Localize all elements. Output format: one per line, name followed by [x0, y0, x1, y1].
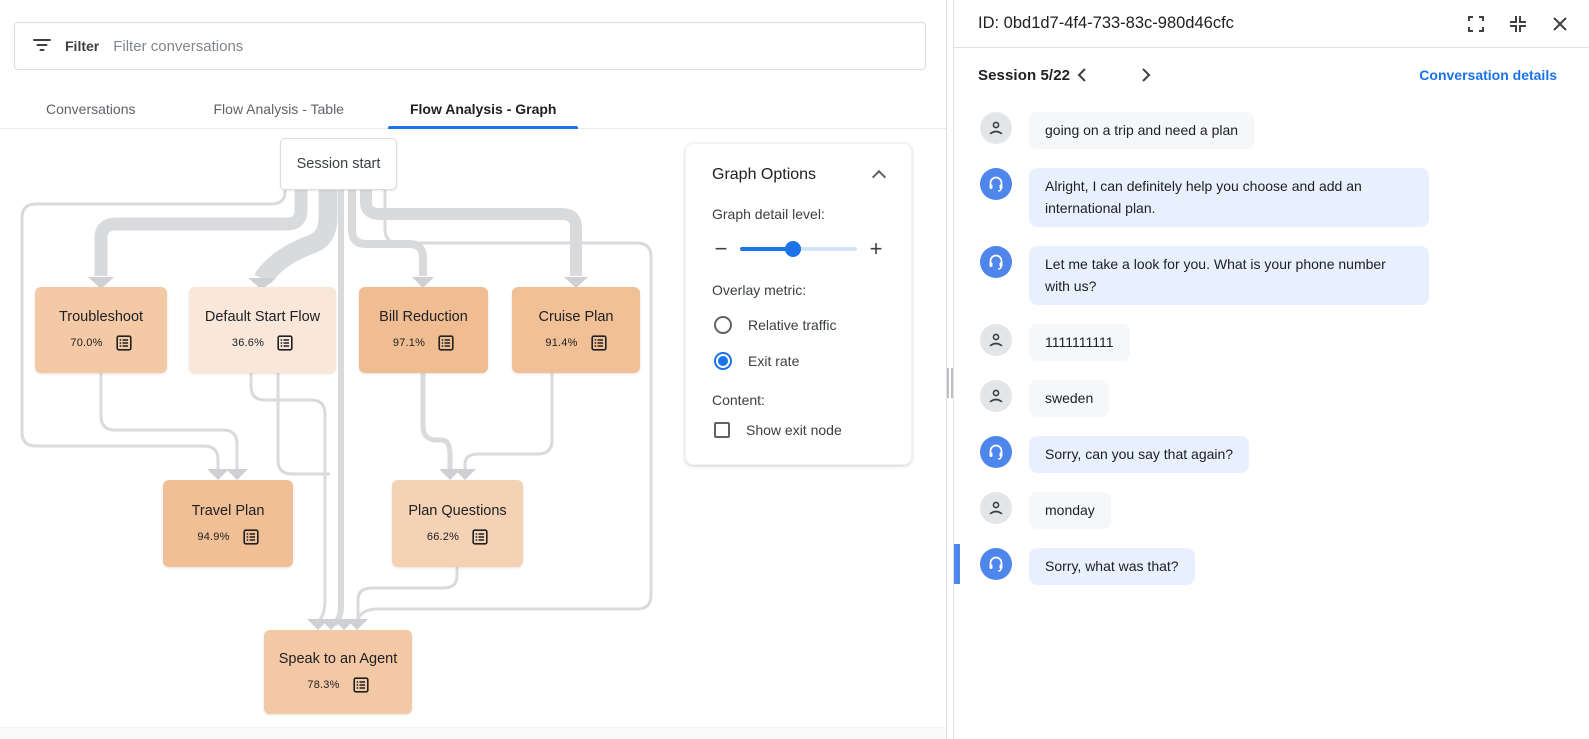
- graph-node-speak-to-an-agent[interactable]: Speak to an Agent 78.3%: [264, 630, 412, 714]
- user-message[interactable]: monday: [980, 488, 1565, 533]
- message-bubble: 1111111111: [1029, 324, 1130, 361]
- radio-selected-icon[interactable]: [714, 352, 732, 370]
- filter-placeholder: Filter conversations: [113, 37, 244, 55]
- conversation-detail-panel: ID: 0bd1d7-4f4-733-83c-980d46cfc Session…: [954, 0, 1589, 739]
- detail-level-slider[interactable]: [740, 241, 857, 257]
- zoom-out-minus-button[interactable]: −: [714, 236, 728, 261]
- radio-relative-traffic[interactable]: Relative traffic: [714, 316, 885, 334]
- details-list-icon[interactable]: [352, 677, 369, 693]
- fullscreen-icon[interactable]: [1467, 15, 1485, 33]
- agent-avatar-headset-icon: [980, 168, 1012, 200]
- exit-rate-value: 66.2%: [426, 530, 460, 543]
- graph-node-label: Cruise Plan: [538, 309, 614, 325]
- agent-avatar-headset-icon: [980, 548, 1012, 580]
- graph-node-cruise-plan[interactable]: Cruise Plan 91.4%: [512, 287, 640, 373]
- details-list-icon[interactable]: [590, 335, 607, 351]
- details-list-icon[interactable]: [277, 335, 293, 351]
- overlay-metric-label: Overlay metric:: [712, 282, 807, 298]
- agent-avatar-headset-icon: [980, 246, 1012, 278]
- conversation-id-title: ID: 0bd1d7-4f4-733-83c-980d46cfc: [978, 14, 1234, 32]
- tab-bar: Conversations Flow Analysis - Table Flow…: [0, 90, 946, 129]
- user-avatar-person-icon: [980, 112, 1012, 144]
- radio-label: Relative traffic: [748, 317, 837, 333]
- agent-message[interactable]: Sorry, can you say that again?: [980, 432, 1565, 477]
- tab-flow-analysis-table[interactable]: Flow Analysis - Table: [213, 101, 344, 117]
- message-bubble: Alright, I can definitely help you choos…: [1029, 168, 1429, 227]
- conversation-details-link[interactable]: Conversation details: [1419, 67, 1557, 83]
- user-avatar-person-icon: [980, 324, 1012, 356]
- details-list-icon[interactable]: [115, 335, 132, 351]
- exit-rate-value: 94.9%: [197, 530, 230, 543]
- message-bubble: Sorry, what was that?: [1029, 548, 1195, 585]
- tab-conversations[interactable]: Conversations: [46, 101, 136, 117]
- radio-icon[interactable]: [714, 316, 732, 334]
- exit-rate-value: 36.6%: [231, 337, 265, 349]
- exit-rate-value: 70.0%: [70, 337, 103, 349]
- tab-flow-analysis-graph[interactable]: Flow Analysis - Graph: [387, 90, 579, 129]
- graph-node-bill-reduction[interactable]: Bill Reduction 97.1%: [359, 287, 488, 373]
- message-bubble: Let me take a look for you. What is your…: [1029, 246, 1429, 305]
- exit-rate-value: 78.3%: [307, 679, 340, 691]
- session-counter: Session 5/22: [978, 66, 1071, 84]
- message-bubble: monday: [1029, 492, 1111, 529]
- exit-rate-value: 97.1%: [392, 337, 426, 349]
- zoom-in-plus-button[interactable]: +: [869, 236, 883, 261]
- graph-node-troubleshoot[interactable]: Troubleshoot 70.0%: [35, 287, 167, 373]
- graph-options-panel: Graph Options Graph detail level: − + Ov…: [685, 143, 912, 465]
- message-list: going on a trip and need a plan Alright,…: [954, 102, 1589, 600]
- details-list-icon[interactable]: [242, 528, 259, 545]
- details-list-icon[interactable]: [472, 528, 488, 545]
- horizontal-scrollbar-track[interactable]: [0, 727, 946, 739]
- panel-resizer[interactable]: [946, 0, 954, 739]
- user-avatar-person-icon: [980, 380, 1012, 412]
- flow-graph-canvas[interactable]: Session start Troubleshoot 70.0% Default…: [0, 130, 946, 727]
- checkbox-show-exit-node[interactable]: Show exit node: [714, 422, 885, 438]
- flow-analysis-panel: Filter Filter conversations Conversation…: [0, 0, 946, 739]
- message-bubble: sweden: [1029, 380, 1110, 417]
- resizer-grip-icon[interactable]: [947, 368, 953, 398]
- graph-options-title: Graph Options: [712, 166, 817, 183]
- graph-node-plan-questions[interactable]: Plan Questions 66.2%: [392, 480, 523, 567]
- graph-node-label: Troubleshoot: [58, 309, 144, 325]
- checkbox-icon[interactable]: [714, 422, 730, 438]
- close-icon[interactable]: [1551, 15, 1569, 33]
- slider-thumb[interactable]: [784, 241, 801, 257]
- graph-node-label: Travel Plan: [191, 502, 265, 519]
- filter-icon: [33, 39, 51, 53]
- agent-message-highlighted[interactable]: Sorry, what was that?: [954, 544, 1565, 589]
- next-session-chevron-right-icon[interactable]: [1134, 63, 1158, 87]
- graph-node-label: Bill Reduction: [379, 309, 468, 325]
- collapse-chevron-up-icon[interactable]: [873, 169, 885, 181]
- exit-rate-value: 91.4%: [545, 337, 578, 349]
- filter-conversations-input[interactable]: Filter Filter conversations: [14, 22, 926, 70]
- graph-node-session-start[interactable]: Session start: [280, 138, 397, 190]
- previous-session-chevron-left-icon[interactable]: [1070, 63, 1094, 87]
- graph-node-label: Plan Questions: [408, 502, 507, 519]
- agent-message[interactable]: Alright, I can definitely help you choos…: [980, 164, 1565, 231]
- fullscreen-exit-icon[interactable]: [1509, 15, 1527, 33]
- radio-label: Exit rate: [748, 353, 800, 369]
- graph-node-label: Session start: [296, 156, 381, 172]
- radio-exit-rate[interactable]: Exit rate: [714, 352, 885, 370]
- filter-label: Filter: [65, 38, 100, 54]
- slider-fill: [740, 247, 793, 251]
- user-avatar-person-icon: [980, 492, 1012, 524]
- checkbox-label: Show exit node: [746, 422, 842, 438]
- message-bubble: Sorry, can you say that again?: [1029, 436, 1250, 473]
- message-bubble: going on a trip and need a plan: [1029, 112, 1255, 149]
- agent-message[interactable]: Let me take a look for you. What is your…: [980, 242, 1565, 309]
- graph-node-label: Default Start Flow: [204, 309, 321, 325]
- graph-node-travel-plan[interactable]: Travel Plan 94.9%: [163, 480, 293, 567]
- content-label: Content:: [712, 392, 765, 408]
- user-message[interactable]: 1111111111: [980, 320, 1565, 365]
- conversation-header: ID: 0bd1d7-4f4-733-83c-980d46cfc: [954, 0, 1589, 48]
- details-list-icon[interactable]: [438, 335, 454, 351]
- agent-avatar-headset-icon: [980, 436, 1012, 468]
- graph-node-label: Speak to an Agent: [278, 651, 398, 667]
- graph-node-default-start-flow[interactable]: Default Start Flow 36.6%: [189, 287, 336, 373]
- session-navigation: Session 5/22 Conversation details: [954, 48, 1589, 102]
- graph-detail-level-label: Graph detail level:: [712, 206, 825, 222]
- user-message[interactable]: going on a trip and need a plan: [980, 108, 1565, 153]
- user-message[interactable]: sweden: [980, 376, 1565, 421]
